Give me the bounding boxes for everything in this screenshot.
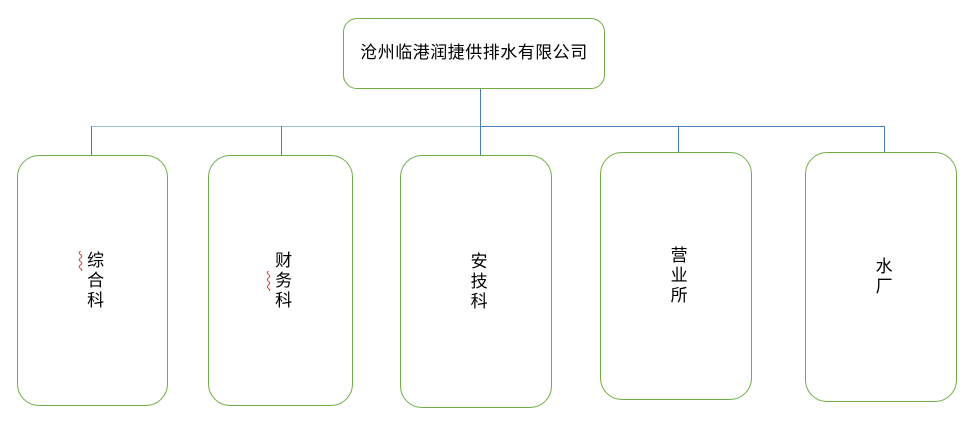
org-node-child-1[interactable]: 综合科	[17, 155, 168, 406]
connector-drop-4	[678, 126, 680, 152]
org-node-child-3[interactable]: 安技科	[400, 155, 552, 408]
org-node-child-3-label: 安技科	[466, 251, 487, 312]
connector-drop-5	[884, 126, 886, 152]
org-node-root[interactable]: 沧州临港润捷供排水有限公司	[343, 18, 605, 89]
org-node-child-1-label: 综合科	[83, 250, 104, 311]
org-node-child-4-label: 营业所	[666, 246, 687, 306]
org-node-child-4[interactable]: 营业所	[600, 152, 752, 400]
connector-drop-3	[480, 126, 482, 156]
org-node-child-5[interactable]: 水厂	[805, 152, 957, 402]
connector-drop-2	[281, 126, 283, 156]
connector-bus-left	[91, 126, 480, 128]
connector-root-stem	[480, 89, 482, 127]
org-node-child-2-label: 财务科	[271, 250, 292, 311]
org-node-root-label: 沧州临港润捷供排水有限公司	[360, 43, 588, 63]
connector-bus-right	[480, 126, 885, 128]
connector-drop-1	[91, 126, 93, 156]
org-node-child-5-label: 水厂	[871, 257, 892, 297]
org-node-child-2[interactable]: 财务科	[208, 155, 353, 406]
